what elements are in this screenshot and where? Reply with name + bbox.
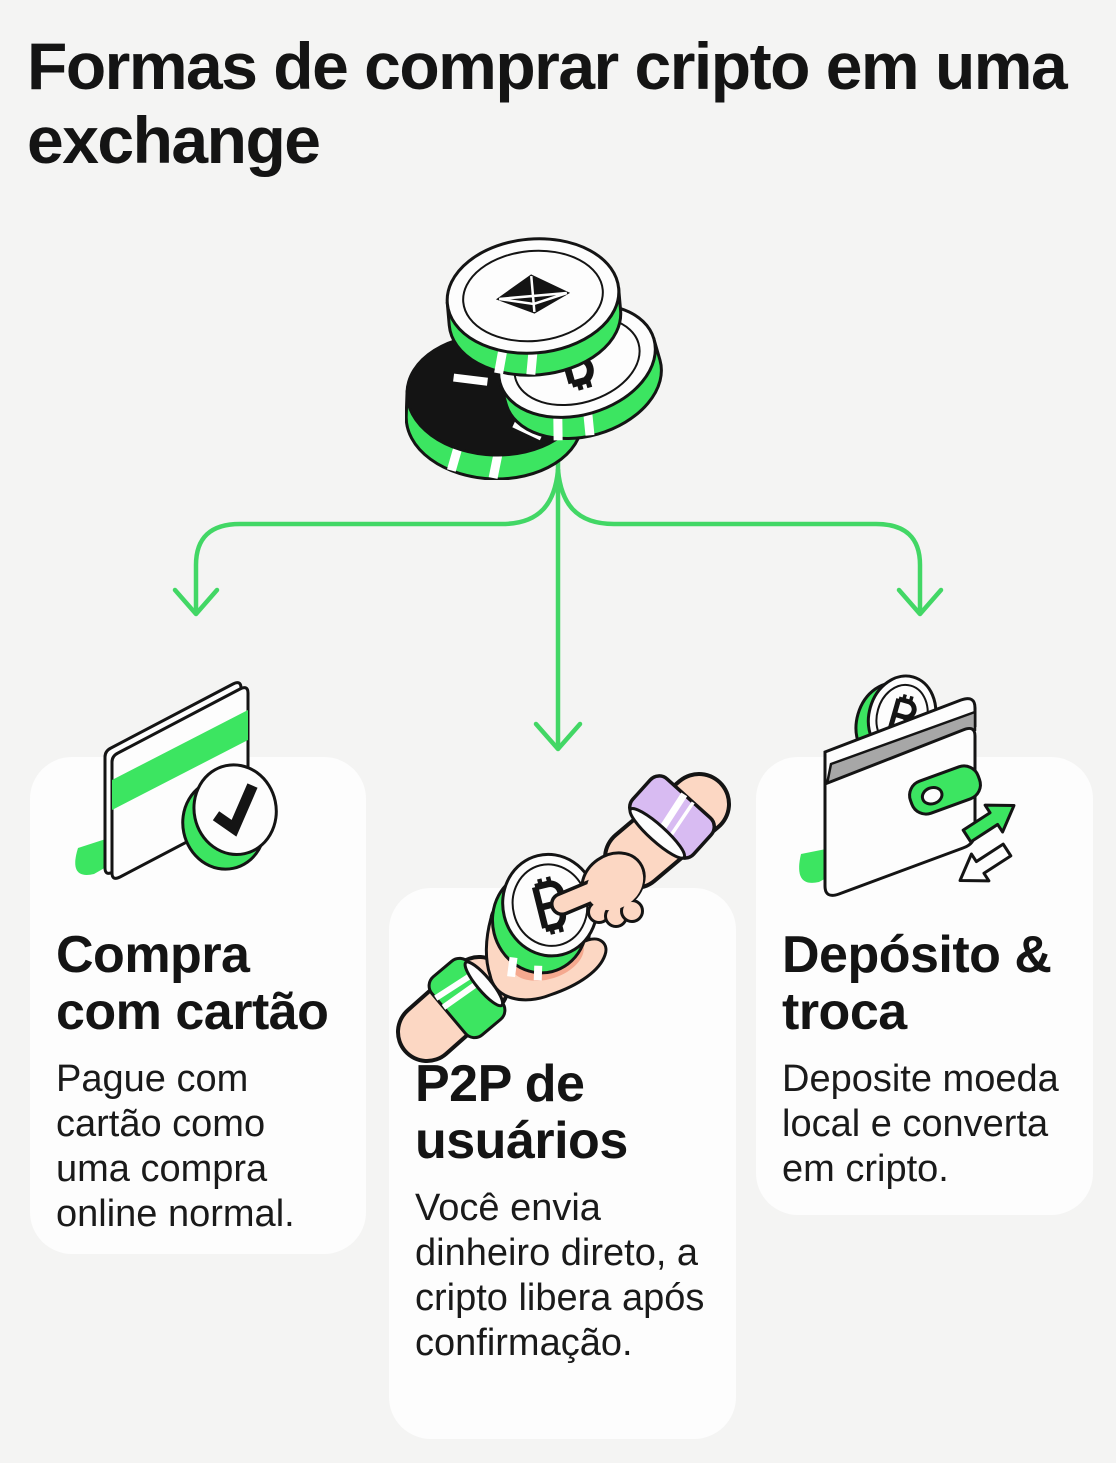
eth-logo-icon [495, 274, 571, 314]
card-title-line2: troca [782, 983, 907, 1042]
card-body: Deposite moeda local e converta em cript… [782, 1058, 1059, 1191]
eth-coin-icon [445, 237, 623, 377]
connector-left [193, 467, 561, 614]
card-body: Pague com cartão como uma compra online … [56, 1058, 295, 1235]
card-title-line1: Compra [56, 926, 250, 984]
page-title: Formas de comprar cripto em uma exchange [27, 29, 1097, 178]
btc-coin-icon [497, 303, 663, 441]
card-title: Compra com cartão [56, 926, 348, 1042]
arrowhead-left [172, 587, 220, 617]
arrowhead-right [896, 587, 944, 617]
card-title: Depósito & troca [782, 926, 1075, 1042]
card-p2p: P2P de usuários Você envia dinheiro dire… [389, 888, 736, 1439]
card-title-line1: Depósito & [782, 926, 1052, 984]
dark-coin-icon [405, 333, 585, 480]
crypto-coins-stack-icon [405, 237, 663, 480]
card-title: P2P de usuários [415, 1055, 718, 1171]
card-title-line2: usuários [415, 1112, 628, 1171]
card-buy-with-card: Compra com cartão Pague com cartão como … [30, 757, 366, 1254]
card-deposit-swap: Depósito & troca Deposite moeda local e … [756, 757, 1093, 1215]
card-title-line2: com cartão [56, 983, 329, 1042]
purple-cuff-icon [628, 774, 716, 860]
page-title-line2: exchange [27, 102, 321, 177]
connector-right [555, 467, 923, 614]
arrowhead-center [533, 721, 583, 752]
page-title-line1: Formas de comprar cripto em uma [27, 29, 1068, 103]
card-body: Você envia dinheiro direto, a cripto lib… [415, 1187, 705, 1364]
card-title-line1: P2P de [415, 1055, 585, 1113]
